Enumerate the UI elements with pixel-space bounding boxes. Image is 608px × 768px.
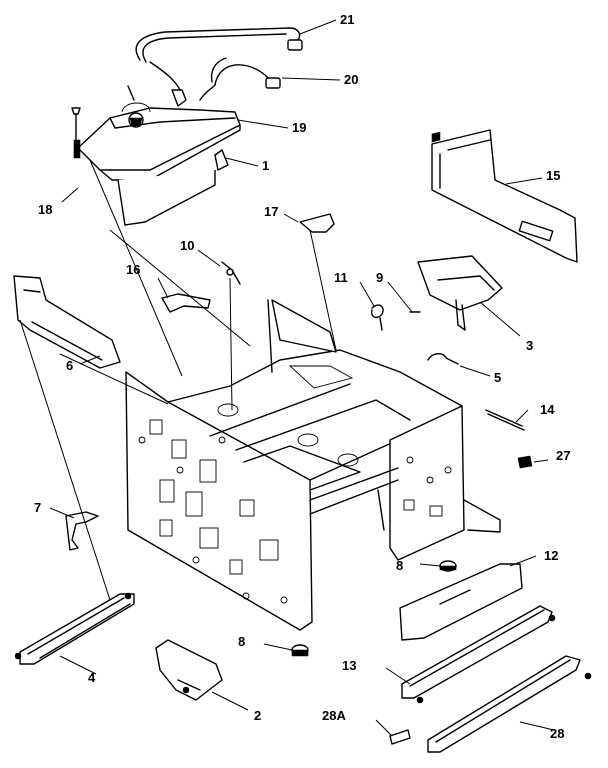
callout-18: 18: [38, 202, 52, 217]
part-18-screw: [71, 107, 81, 159]
part-19-top-cover: [77, 85, 241, 181]
part-12-cover: [399, 563, 523, 641]
part-3-bracket: [417, 255, 503, 331]
part-21-cable: [135, 27, 303, 91]
callout-10: 10: [180, 238, 194, 253]
callout-8-right: 8: [396, 558, 403, 573]
part-28-rail: [427, 655, 592, 753]
part-20-cable: [199, 57, 281, 101]
callout-28a: 28A: [322, 708, 346, 723]
callout-11: 11: [334, 270, 348, 285]
leader-lines: [19, 19, 555, 737]
callout-7: 7: [34, 500, 41, 515]
part-11-spring: [370, 304, 384, 331]
part-28a-clip: [389, 729, 411, 745]
part-27-block: [517, 455, 533, 469]
part-8-foot-bottom: [291, 644, 309, 657]
part-8-foot-right: [439, 560, 457, 572]
callout-21: 21: [340, 12, 354, 27]
callout-6: 6: [66, 358, 73, 373]
part-13-rail: [401, 605, 556, 704]
part-6-left-bracket: [13, 275, 121, 369]
callout-4: 4: [88, 670, 96, 685]
part-14-rod: [485, 409, 525, 431]
part-17-clip: [299, 213, 335, 233]
callout-15: 15: [546, 168, 560, 183]
part-15-side-bracket: [431, 129, 578, 263]
callout-2: 2: [254, 708, 261, 723]
callout-17: 17: [264, 204, 278, 219]
callout-labels: 21 20 19 1 18 15 17 10 16 11 9 3 6 5 14 …: [34, 12, 570, 741]
callout-14: 14: [540, 402, 555, 417]
part-7-lever: [65, 511, 99, 551]
callout-5: 5: [494, 370, 501, 385]
callout-20: 20: [344, 72, 358, 87]
callout-12: 12: [544, 548, 558, 563]
callout-27: 27: [556, 448, 570, 463]
main-chassis-frame: [125, 299, 501, 631]
callout-19: 19: [292, 120, 306, 135]
callout-9: 9: [376, 270, 383, 285]
part-4-rail: [14, 592, 135, 665]
part-16-lever: [161, 293, 211, 313]
callout-8-bottom: 8: [238, 634, 245, 649]
part-5-latch: [427, 353, 459, 365]
callout-1: 1: [262, 158, 269, 173]
callout-3: 3: [526, 338, 533, 353]
part-2-bracket: [155, 639, 223, 701]
callout-28: 28: [550, 726, 564, 741]
callout-16: 16: [126, 262, 140, 277]
part-1-bracket: [117, 149, 229, 226]
part-10-spring: [221, 261, 241, 285]
callout-13: 13: [342, 658, 356, 673]
